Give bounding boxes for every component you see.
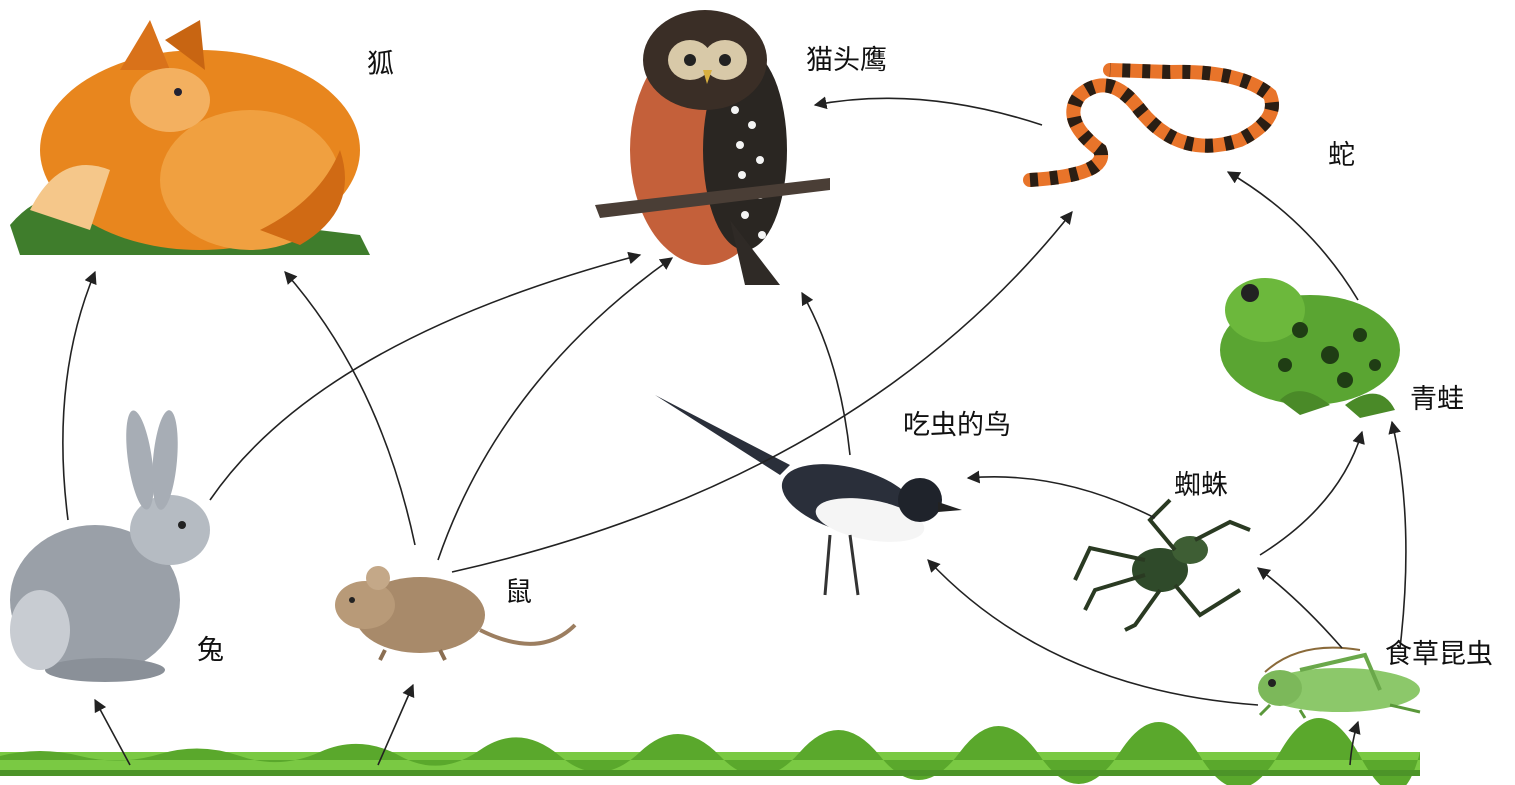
arrow-insect-to-bird (927, 559, 1259, 706)
label-spider: 蜘蛛 (1174, 470, 1228, 501)
label-snake: 蛇 (1328, 140, 1355, 171)
label-frog: 青蛙 (1410, 384, 1464, 415)
arrow-frog-to-snake (1226, 171, 1359, 301)
label-fox: 狐 (367, 49, 394, 80)
arrow-mouse-to-snake (451, 210, 1073, 573)
arrow-spider-to-bird (966, 470, 1156, 519)
arrow-rabbit-to-owl (209, 251, 642, 501)
bird-illustration (655, 395, 962, 596)
grass-strip (0, 718, 1420, 785)
arrow-layer (62, 96, 1407, 766)
label-bird: 吃虫的鸟 (903, 410, 1011, 441)
frog-illustration (1220, 278, 1400, 418)
arrow-snake-to-owl (813, 96, 1043, 126)
arrow-grass-to-insect (1348, 720, 1361, 766)
arrow-mouse-to-fox (284, 271, 416, 546)
mouse-illustration (335, 566, 577, 661)
insect-illustration (1258, 646, 1421, 719)
arrow-grass-to-mouse (377, 683, 415, 766)
rabbit-illustration (10, 410, 210, 682)
arrow-insect-to-spider (1256, 567, 1343, 649)
label-owl: 猫头鹰 (806, 45, 887, 76)
arrow-rabbit-to-fox (62, 270, 97, 521)
arrow-mouse-to-owl (437, 257, 674, 561)
label-insect: 食草昆虫 (1385, 639, 1493, 670)
label-mouse: 鼠 (505, 577, 532, 608)
spider-illustration (1073, 498, 1251, 632)
label-rabbit: 兔 (197, 635, 224, 666)
owl-illustration (595, 10, 830, 285)
fox-illustration (10, 20, 370, 255)
arrow-spider-to-frog (1259, 430, 1365, 556)
snake-illustration (1023, 63, 1279, 187)
arrow-grass-to-rabbit (94, 698, 131, 766)
arrow-insect-to-frog (1388, 420, 1407, 649)
arrow-bird-to-owl (801, 291, 851, 456)
